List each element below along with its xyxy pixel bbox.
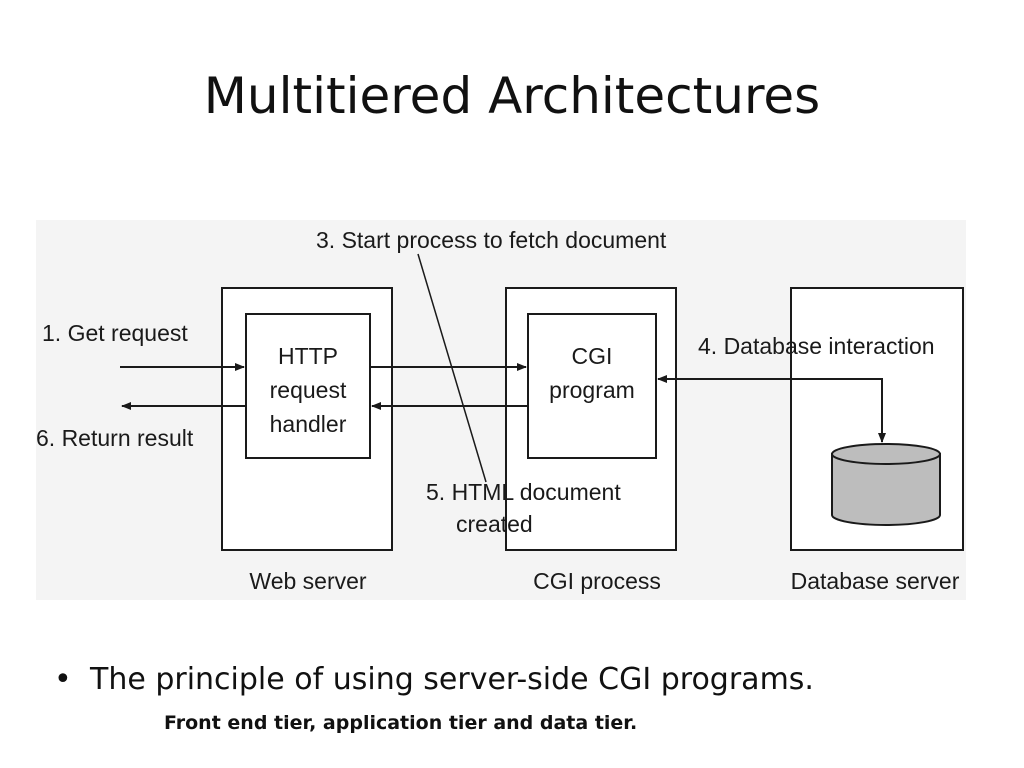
database-cylinder-body xyxy=(831,453,941,526)
database-server-label: Database server xyxy=(791,568,960,594)
architecture-diagram: HTTP request handler CGI program 1. Get … xyxy=(36,220,966,600)
architecture-diagram-svg: HTTP request handler CGI program 1. Get … xyxy=(36,227,964,594)
tier-summary-text: Front end tier, application tier and dat… xyxy=(164,712,638,734)
bullet-text: The principle of using server-side CGI p… xyxy=(90,662,814,697)
http-request-handler-box xyxy=(245,313,371,459)
http-handler-label-line2: request xyxy=(270,377,347,403)
step-start-process-label: 3. Start process to fetch document xyxy=(316,227,667,253)
http-handler-label-line3: handler xyxy=(270,411,347,437)
cgi-program-label-line1: CGI xyxy=(572,343,613,369)
process-leader-line xyxy=(417,253,487,483)
http-handler-label-line1: HTTP xyxy=(278,343,338,369)
step-html-document-label-line1: 5. HTML document xyxy=(426,479,621,505)
bullet-symbol: • xyxy=(54,662,72,697)
database-cylinder-top xyxy=(831,443,941,465)
cgi-program-label-line2: program xyxy=(549,377,635,403)
step-get-request-label: 1. Get request xyxy=(42,320,188,346)
step-html-document-label-line2: created xyxy=(456,511,533,537)
cgi-process-label: CGI process xyxy=(533,568,661,594)
database-interaction-path xyxy=(660,378,886,443)
step-database-interaction-label: 4. Database interaction xyxy=(698,333,935,359)
slide-title: Multitiered Architectures xyxy=(203,67,821,125)
web-server-label: Web server xyxy=(249,568,367,594)
bullet-point: • The principle of using server-side CGI … xyxy=(54,660,1004,700)
cgi-program-box xyxy=(527,313,657,459)
step-return-result-label: 6. Return result xyxy=(36,425,194,451)
